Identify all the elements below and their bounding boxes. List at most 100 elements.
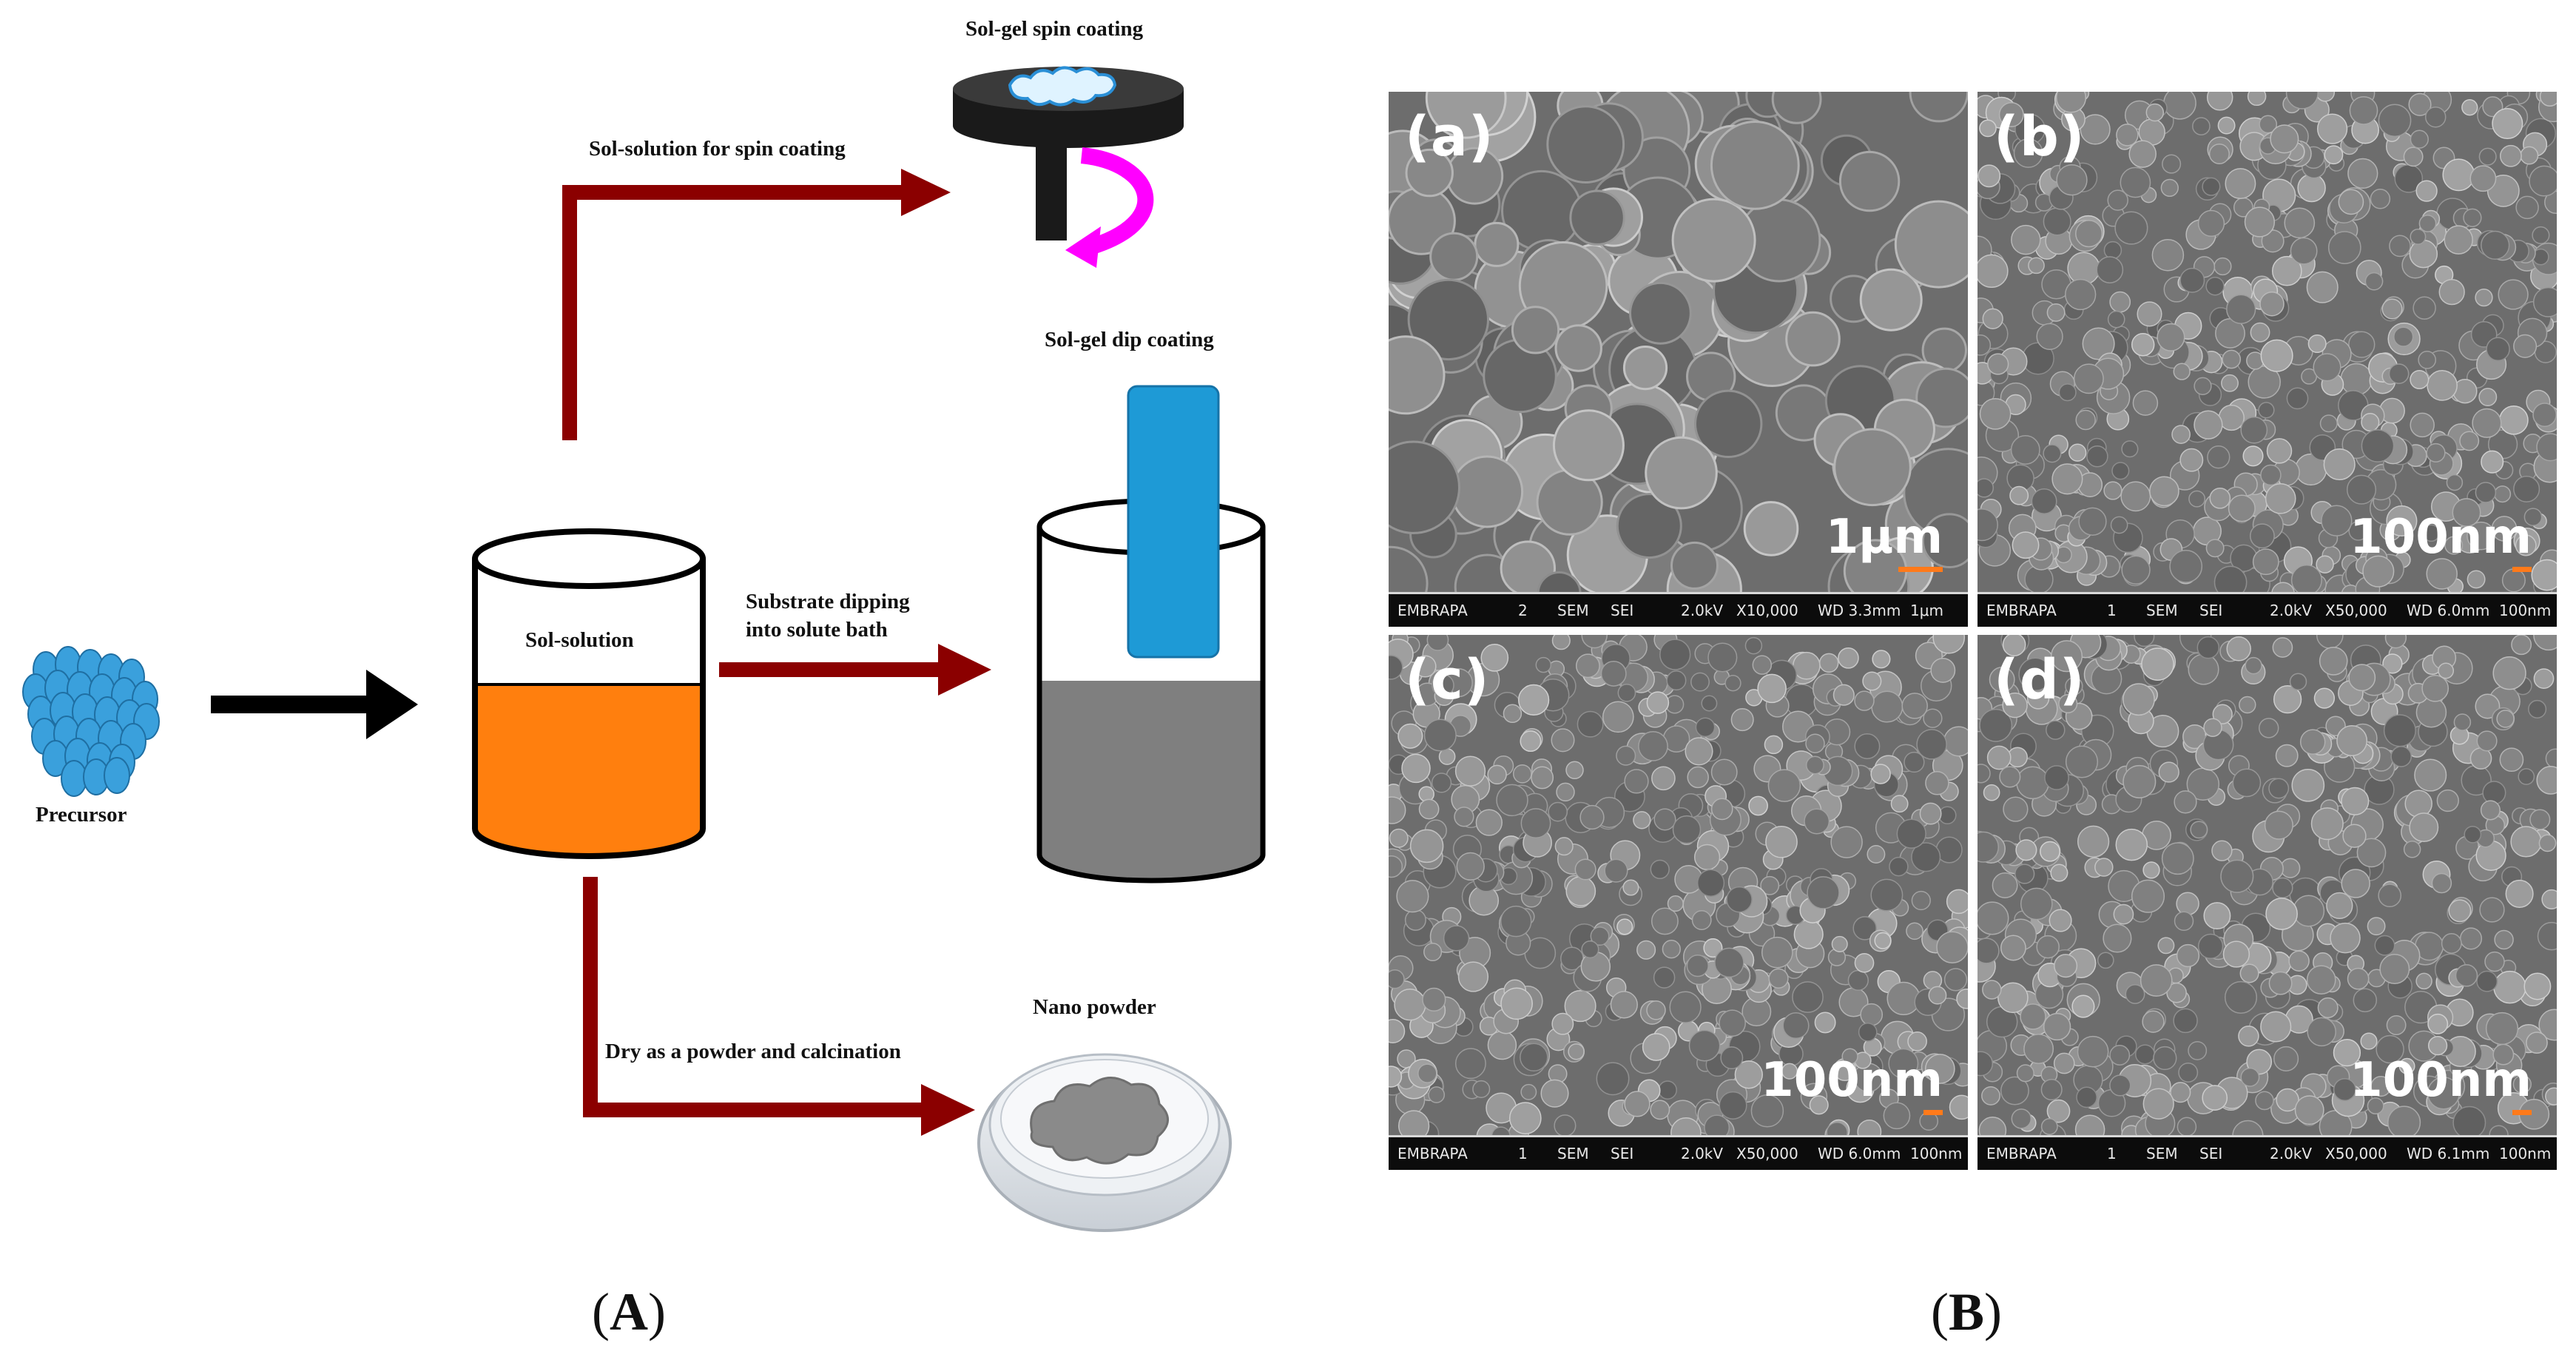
sem-grain [2528,699,2547,718]
sem-grain [1454,1048,1486,1080]
sem-grain [2499,747,2524,773]
sem-info-org: EMBRAPA [1397,1145,1468,1162]
sem-grain [2293,895,2325,927]
sem-grain [2163,92,2196,120]
sem-grain [2307,334,2327,354]
sem-grain [2418,215,2437,232]
sem-grain [2467,521,2495,551]
sem-scale-label: 100nm [2350,1053,2532,1108]
sem-grain [2016,1064,2034,1083]
sem-grain [2482,781,2506,805]
sem-grain [1760,875,1780,895]
sem-grain [1761,936,1793,969]
sem-grain [1554,324,1602,372]
sem-grain [2348,664,2376,692]
sem-grain [2245,656,2262,675]
sem-grain [1389,655,1403,680]
sem-grain [1667,895,1684,912]
sem-grain [1694,389,1763,458]
sem-grain [2261,229,2285,253]
sem-grain [1781,1063,1798,1080]
sem-grain [1782,1012,1810,1040]
sem-grain [2125,983,2145,1004]
sem-grain [1646,1000,1666,1020]
sem-grain [2442,158,2475,192]
sem-grain [1610,991,1638,1019]
sem-grain [2244,206,2276,238]
sem-grain [1909,92,1968,123]
precursor-particle [61,760,87,797]
sem-grain [2058,693,2078,714]
sem-grain [2319,647,2348,676]
sem-grain [2379,954,2410,984]
sem-grain [2013,138,2043,168]
sem-grain [1575,653,1600,679]
sem-grain [2370,1076,2392,1097]
sem-grain [2211,840,2233,861]
sem-grain [2015,839,2037,861]
sem-grain [2179,448,2204,472]
sem-grain [2107,189,2128,211]
sem-grain [2222,940,2250,968]
sem-grain [2220,859,2254,893]
sem-grain [1551,1012,1574,1035]
sem-grain [1577,710,1604,738]
sem-grain [2142,1088,2174,1120]
sem-grain [1672,815,1702,844]
sem-grain [1730,708,1754,732]
sem-grain [2327,231,2361,264]
sem-grain [2378,884,2402,908]
sem-grain [1805,755,1824,775]
sem-grain [1429,232,1479,281]
sem-grain [1520,1083,1537,1100]
sem-grain [2496,710,2515,728]
sem-info-num: 1 [2107,602,2117,619]
sem-grain [2313,687,2336,709]
sem-grain [2538,1009,2557,1041]
sem-grain [2341,869,2370,898]
sem-grain [1389,1066,1403,1088]
sem-grain [2321,505,2353,536]
sem-grain [2532,403,2557,427]
sem-grain [2255,1091,2274,1111]
sem-grain [2080,114,2111,145]
sem-grain [2484,951,2505,972]
sem-grain [1422,987,1446,1012]
sem-grain [2382,653,2403,674]
sem-grain [1928,986,1947,1005]
sem-grain [2134,635,2155,647]
sem-grain [2270,124,2299,154]
sem-grain [2145,103,2165,122]
sem-grain [1645,436,1718,510]
sem-grain [2408,92,2432,116]
sem-grain [2157,937,2175,955]
sem-grain [2364,272,2384,291]
sem-grain [1423,942,1443,962]
sem-grain [1847,969,1869,992]
sem-grain [2120,481,2151,512]
sem-grain [2259,115,2278,134]
sem-grain [2486,337,2510,362]
sem-grain [2065,745,2099,778]
sem-grain [1651,907,1679,935]
sem-grain [2074,1114,2105,1137]
sem-grain [2260,1011,2292,1043]
sem-grain [2020,887,2053,921]
sem-grain [1425,92,1507,139]
sem-grain [2438,278,2465,306]
sem-grain [1389,545,1429,594]
sem-grain [2367,917,2386,936]
sem-grain [2103,240,2122,260]
sem-grain [2239,696,2256,714]
sem-grain [1671,198,1756,283]
sem-grain [1919,802,1942,825]
sem-grain [1548,801,1568,822]
sem-grain [2520,146,2539,165]
sem-grain [2410,129,2429,149]
sem-grain [2438,662,2455,679]
sem-grain [2316,635,2344,649]
sem-grain [2386,505,2418,537]
sem-info-mag: X10,000 [1736,602,1798,619]
sem-info-kv: 2.0kV [2270,1145,2313,1162]
